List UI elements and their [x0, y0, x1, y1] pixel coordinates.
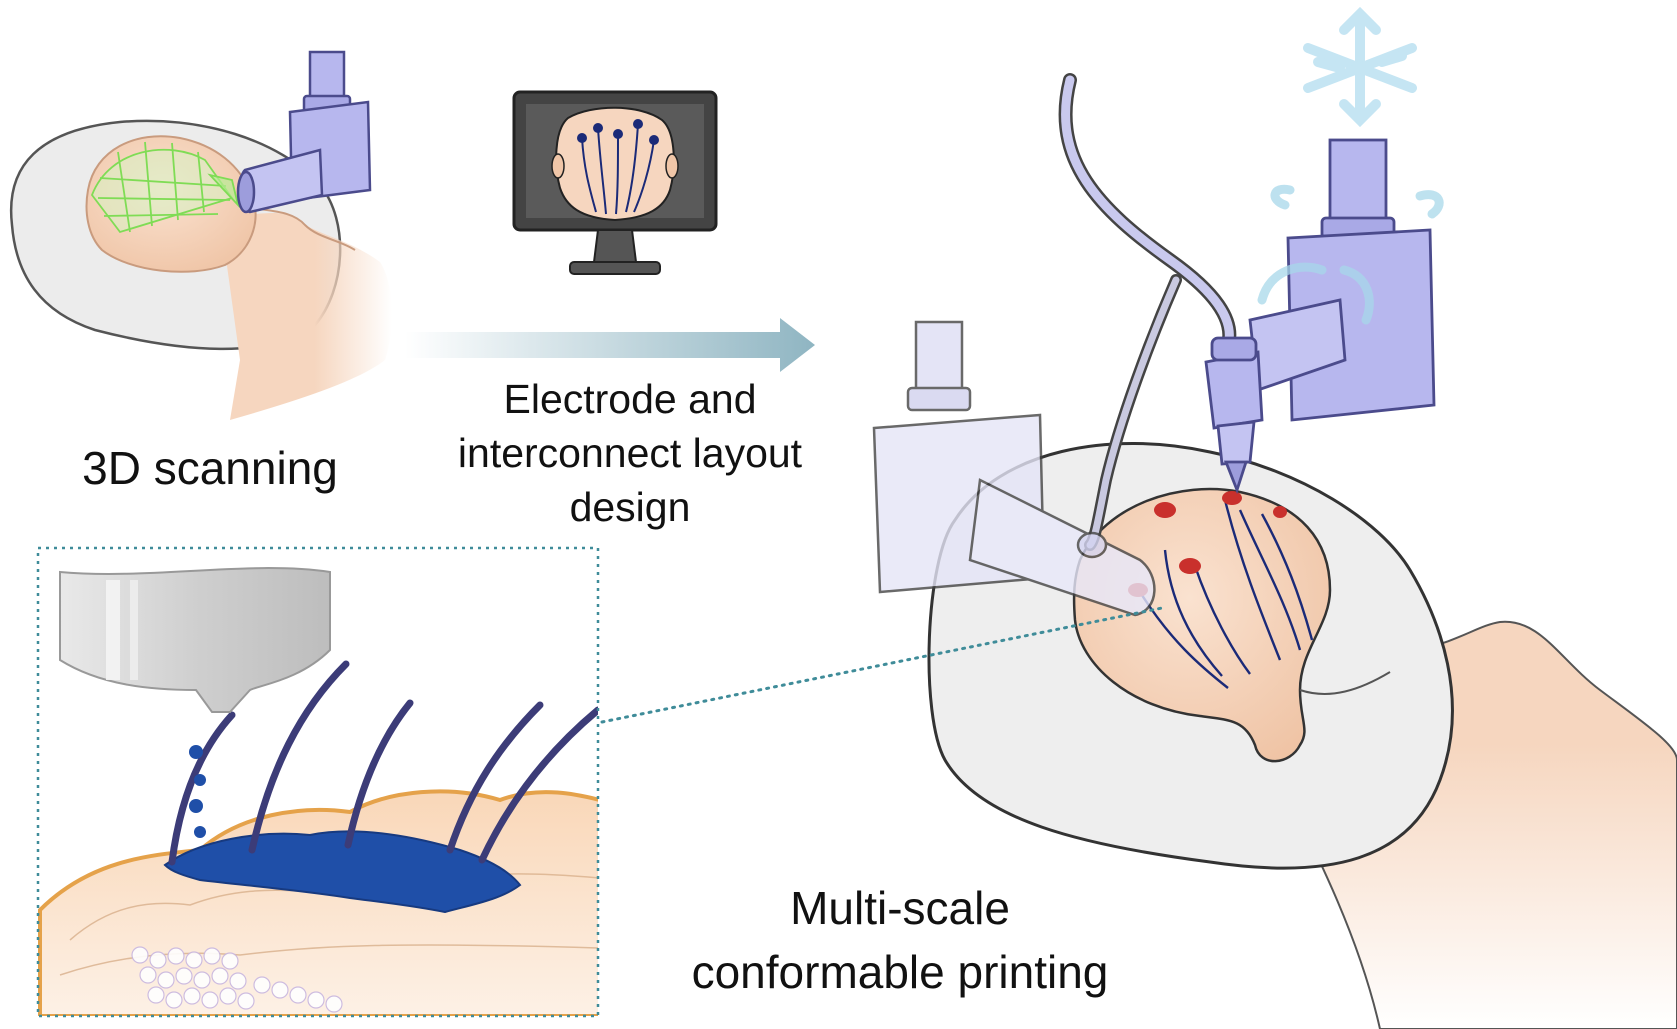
inset-connector: [600, 606, 1164, 724]
label-layout-line-2: interconnect layout: [457, 430, 803, 477]
ink-tube: [1058, 73, 1237, 352]
label-print-line-1: Multi-scale: [790, 882, 1010, 934]
scan-grid-icon: [90, 141, 240, 234]
skin-cross-section-icon: [38, 789, 598, 1016]
inset-border: [36, 546, 600, 1018]
rotation-arrows-icon: [1257, 184, 1444, 325]
scan-panel: [9, 50, 392, 420]
inset-panel: [36, 546, 600, 1018]
monitor-icon: [512, 90, 718, 275]
body-icon: [220, 213, 392, 420]
arrow-right-icon: [405, 318, 815, 372]
snowflake-icon: [1303, 6, 1417, 128]
inset-nozzle-icon: [59, 567, 331, 713]
camera-icon: [872, 320, 1156, 617]
print-scene: [600, 6, 1677, 1029]
print-nozzle-icon: [1204, 138, 1436, 495]
label-conformable-printing: Multi-scale conformable printing: [620, 876, 1180, 1005]
electrode-layout-icon: [551, 106, 679, 222]
label-layout-design: Electrode and interconnect layout design: [420, 372, 840, 534]
label-print-line-2: conformable printing: [691, 946, 1109, 999]
head-large-icon: [1072, 487, 1332, 763]
hair-strands: [168, 660, 598, 866]
label-3d-scanning-text: 3D scanning: [82, 442, 338, 494]
label-layout-line-1: Electrode and: [503, 376, 757, 422]
ink-droplets: [189, 745, 206, 838]
label-3d-scanning: 3D scanning: [40, 440, 380, 496]
scanner-icon: [236, 50, 372, 214]
label-layout-line-3: design: [569, 484, 691, 531]
